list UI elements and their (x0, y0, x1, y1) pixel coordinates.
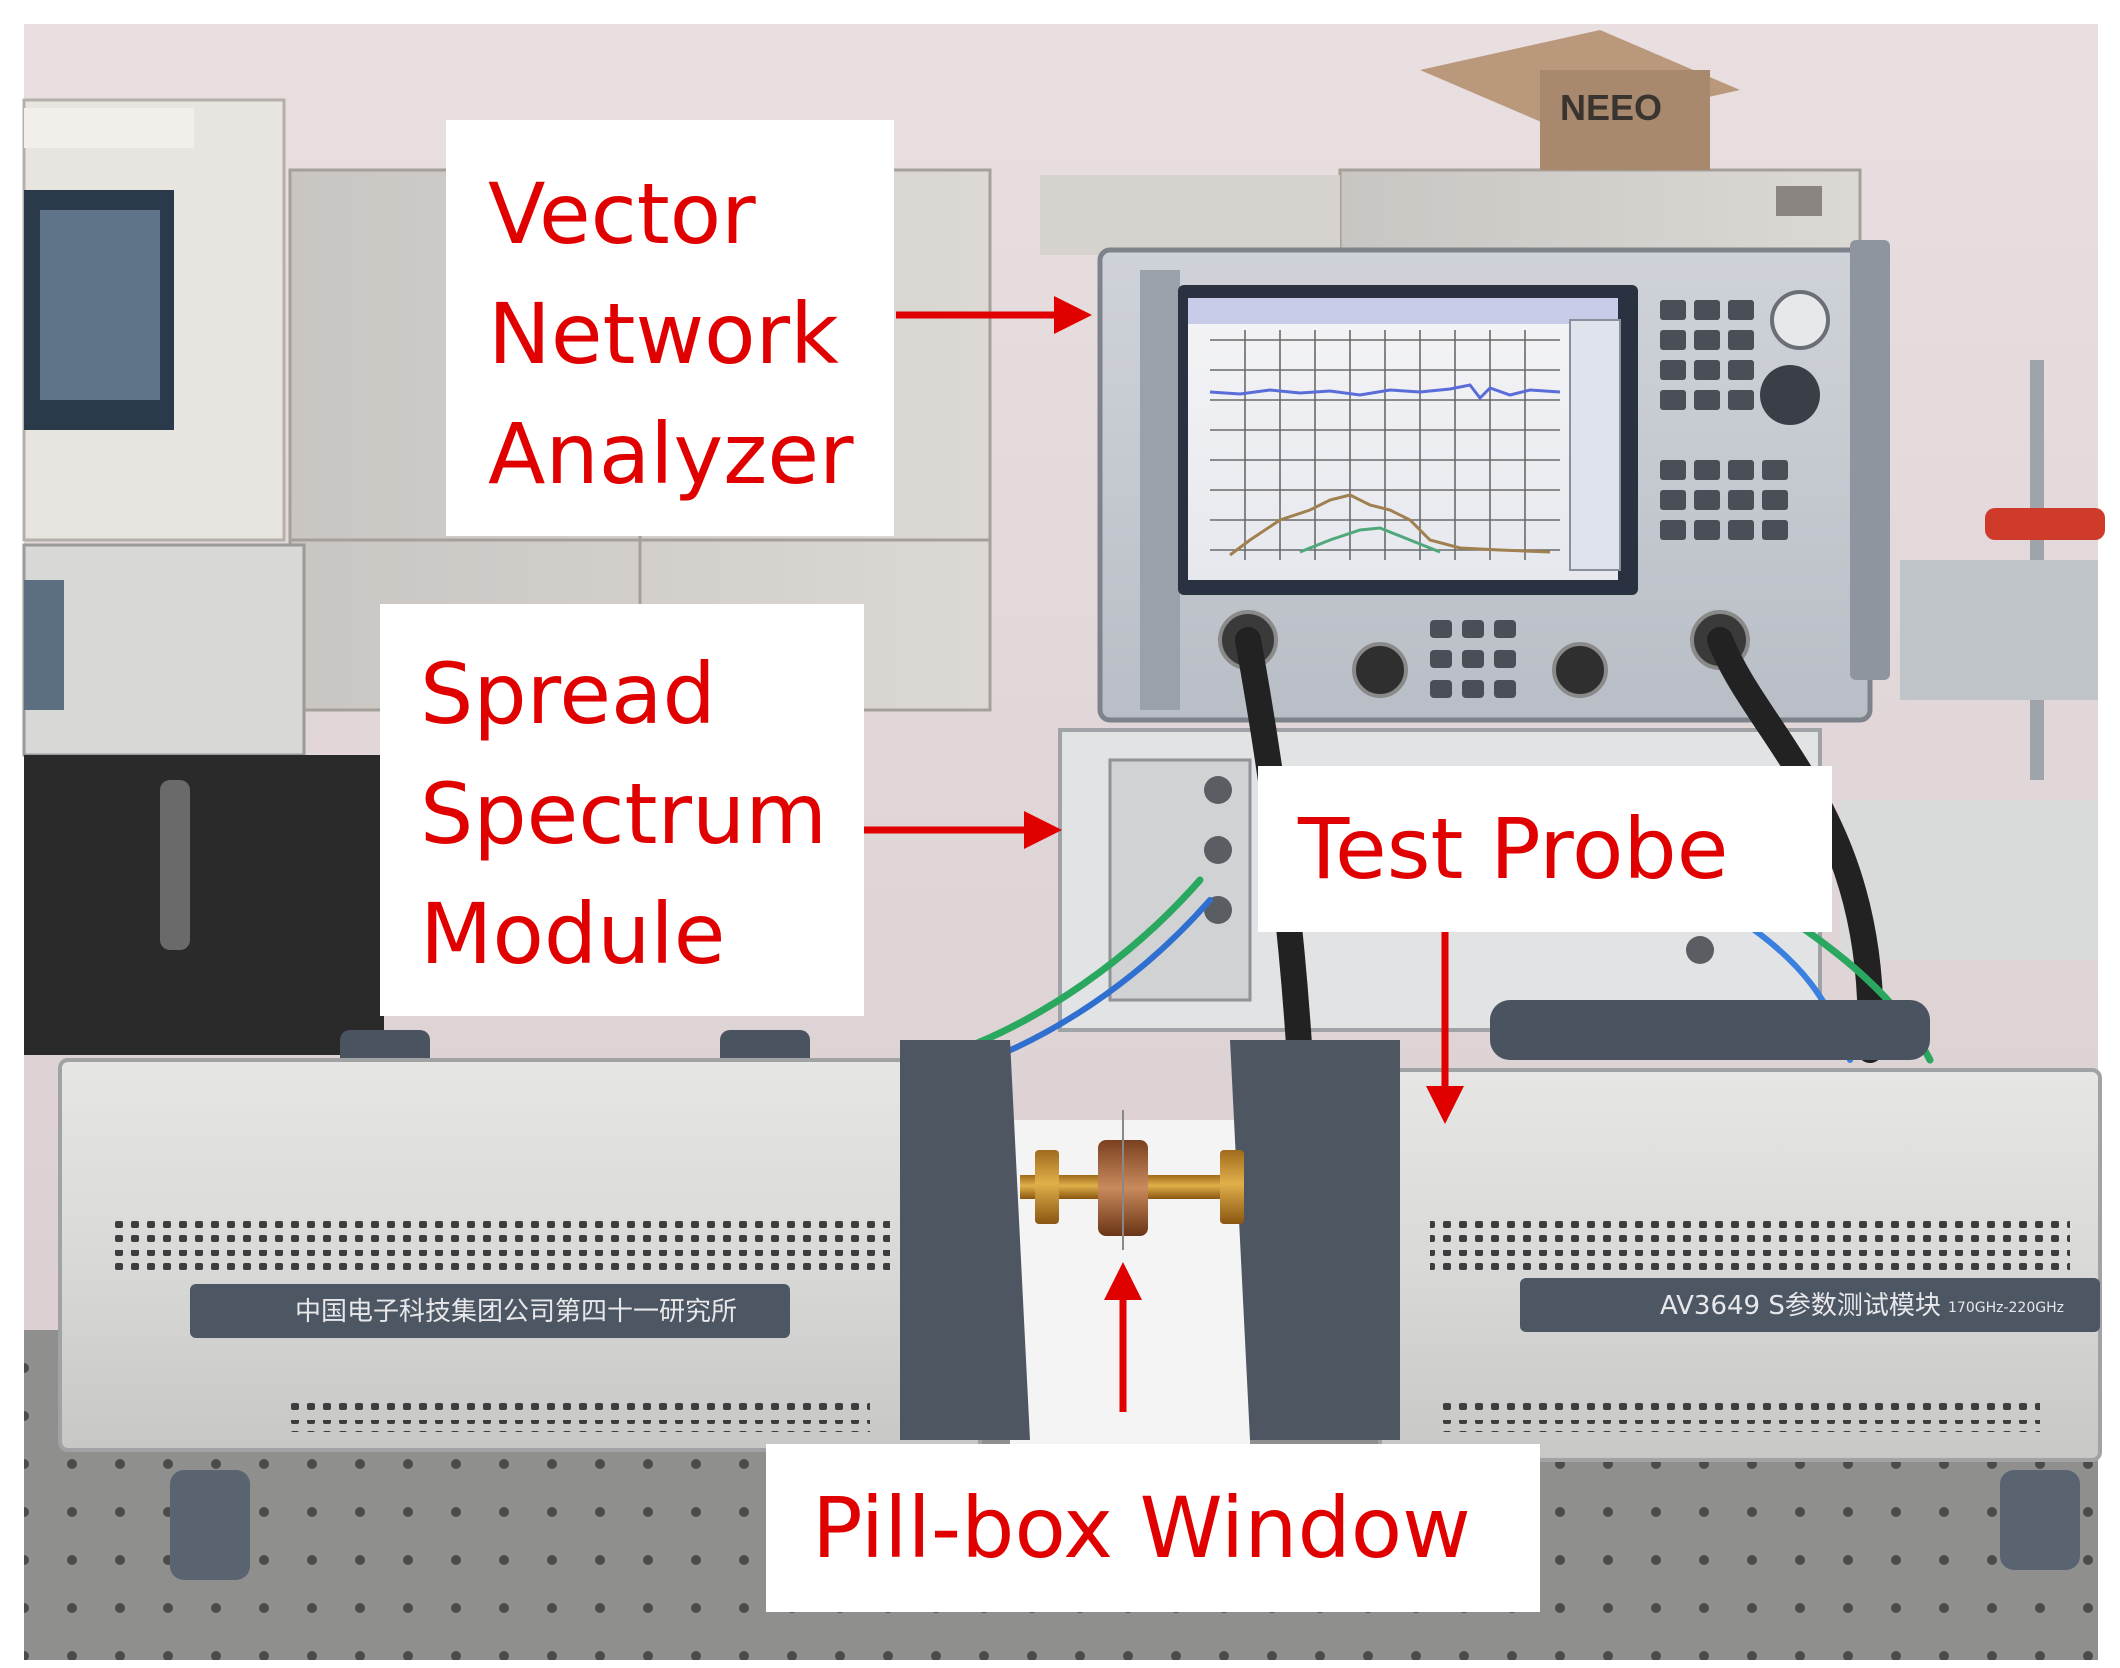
vna-screen-grid (1210, 330, 1560, 560)
label-vna-line-3: Analyzer (488, 405, 854, 503)
label-vna-line-1: Vector (488, 165, 756, 263)
label-test-probe-text: Test Probe (1298, 800, 1729, 898)
left-instruments (22, 543, 384, 1055)
label-test-probe: Test Probe (1258, 766, 1832, 932)
arrow-vna (896, 296, 1092, 334)
right-module-freq-text: 170GHz-220GHz (1948, 1300, 2064, 1316)
annotation-arrows (864, 296, 1464, 1412)
arrow-spread-spectrum (864, 811, 1062, 849)
label-vna-line-2: Network (488, 285, 839, 383)
left-cabinet (22, 98, 286, 542)
arrow-pill-box-window (1104, 1262, 1142, 1412)
label-vector-network-analyzer: Vector Network Analyzer (446, 120, 894, 536)
vna-trace-green (1299, 526, 1441, 554)
left-module-plate-text: 中国电子科技集团公司第四十一研究所 (295, 1297, 737, 1327)
vna-nav-pad (1760, 365, 1820, 425)
label-pill-box-window-text: Pill-box Window (812, 1479, 1471, 1577)
right-lab-equipment (1840, 360, 2105, 960)
vector-network-analyzer-device (1097, 240, 1890, 723)
label-ssm-line-2: Spectrum (420, 765, 828, 863)
label-pill-box-window: Pill-box Window (766, 1444, 1540, 1612)
waveguide-clamp-assembly (900, 1040, 1400, 1450)
left-module-nameplate (190, 1284, 790, 1338)
label-ssm-line-1: Spread (420, 645, 716, 743)
right-module-plate-text: AV3649 S参数测试模块 (1660, 1291, 1941, 1321)
vna-trace-blue (1209, 383, 1561, 401)
label-ssm-line-3: Module (420, 885, 726, 983)
cardboard-box: NEEO (1420, 30, 1740, 170)
vna-knob (1770, 290, 1830, 350)
box-label: NEEO (1560, 87, 1662, 128)
left-test-module: 中国电子科技集团公司第四十一研究所 (58, 1030, 982, 1580)
label-spread-spectrum-module: Spread Spectrum Module (380, 604, 864, 1016)
vna-trace-brown (1229, 493, 1551, 557)
right-test-module: AV3649 S参数测试模块 170GHz-220GHz (1378, 1000, 2102, 1570)
arrow-test-probe (1426, 932, 1464, 1124)
vna-keypad (1660, 300, 1788, 540)
right-module-nameplate (1520, 1278, 2100, 1332)
